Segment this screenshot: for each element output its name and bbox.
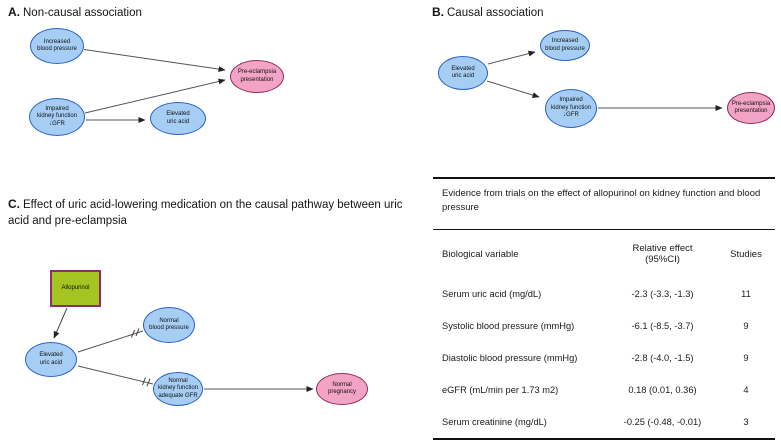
arrow-c-uric-to-bp-blocked	[77, 330, 144, 353]
col-header-studies: Studies	[730, 248, 762, 260]
cell-studies: 9	[743, 321, 749, 331]
panel-b-label: B.	[432, 5, 444, 19]
blocked-mark	[142, 377, 146, 386]
cell-effect: -6.1 (-8.5, -3.7)	[631, 321, 694, 331]
col-header-variable: Biological variable	[442, 248, 519, 260]
b-node-elevated-uric: Elevated uric acid	[438, 56, 488, 90]
node-label: Normal pregnancy	[327, 381, 357, 396]
panel-c-title-text: Effect of uric acid-lowering medication …	[8, 199, 403, 227]
node-label: Pre-eclampsia presentation	[731, 100, 771, 115]
cell-studies: 3	[743, 417, 749, 427]
arrow-c-allopurinol-to-uric	[53, 307, 68, 339]
node-label: Normal blood pressure	[149, 317, 189, 332]
b-node-preeclampsia: Pre-eclampsia presentation	[727, 92, 775, 124]
node-label: Increased blood pressure	[545, 38, 585, 52]
panel-c-label: C.	[8, 197, 20, 211]
arrow-b-uric-to-bp	[487, 50, 536, 65]
c-node-normal-kidney: Normal kidney function adequate GFR	[153, 372, 203, 406]
table-row: Serum uric acid (mg/dL) -2.3 (-3.3, -1.3…	[433, 278, 775, 310]
arrow-c-uric-to-kidney-blocked	[77, 365, 154, 385]
table-rule	[433, 229, 775, 230]
arrow-a-bp-to-preeclampsia	[83, 49, 226, 73]
node-label: Elevated uric acid	[39, 352, 63, 366]
blocked-mark	[135, 328, 140, 337]
cell-effect: -0.25 (-0.48, -0.01)	[623, 417, 702, 427]
blocked-mark	[146, 378, 151, 387]
node-label: Allopurinol	[61, 284, 90, 291]
table-header-row: Biological variable Relative effect (95%…	[433, 230, 775, 278]
panel-a-title-text: Non-causal association	[23, 7, 142, 19]
node-label: Elevated uric acid	[166, 111, 190, 125]
node-label: Pre-eclampsia presentation	[237, 69, 277, 83]
table-row: Serum creatinine (mg/dL) -0.25 (-0.48, -…	[433, 406, 775, 438]
b-node-impaired-kidney: Impaired kidney function ↓GFR	[545, 89, 597, 128]
node-label: Normal kidney function adequate GFR	[157, 377, 199, 399]
a-node-impaired-kidney: Impaired kidney function ↓GFR	[29, 98, 85, 136]
cell-effect: -2.3 (-3.3, -1.3)	[631, 289, 694, 299]
c-node-normal-pregnancy: Normal pregnancy	[316, 373, 368, 405]
cell-variable: Serum uric acid (mg/dL)	[442, 289, 542, 299]
cell-effect: 0.18 (0.01, 0.36)	[628, 385, 697, 395]
panel-b-title-text: Causal association	[447, 7, 544, 19]
node-label: Impaired kidney function ↓GFR	[36, 105, 78, 127]
table-row: Systolic blood pressure (mmHg) -6.1 (-8.…	[433, 310, 775, 342]
arrow-b-uric-to-kidney	[486, 80, 540, 98]
table-bottom-rule	[433, 438, 775, 440]
table-row: eGFR (mL/min per 1.73 m2) 0.18 (0.01, 0.…	[433, 374, 775, 406]
node-label: Elevated uric acid	[451, 65, 475, 80]
a-node-elevated-uric: Elevated uric acid	[150, 102, 206, 135]
cell-variable: Diastolic blood pressure (mmHg)	[442, 353, 578, 363]
panel-a-label: A.	[8, 5, 20, 19]
table-title: Evidence from trials on the effect of al…	[442, 188, 761, 214]
c-node-elevated-uric: Elevated uric acid	[25, 342, 77, 377]
node-label: Increased blood pressure	[37, 38, 77, 53]
cell-effect: -2.8 (-4.0, -1.5)	[631, 353, 694, 363]
panel-b-title: B.Causal association	[432, 4, 544, 22]
cell-studies: 9	[743, 353, 749, 363]
panel-a-title: A.Non-causal association	[8, 4, 142, 22]
a-node-increased-bp: Increased blood pressure	[30, 28, 84, 64]
c-node-allopurinol: Allopurinol	[50, 270, 101, 307]
cell-variable: Serum creatinine (mg/dL)	[442, 417, 547, 427]
cell-studies: 4	[743, 385, 749, 395]
cell-studies: 11	[741, 289, 751, 299]
b-node-increased-bp: Increased blood pressure	[540, 30, 590, 61]
table-row: Diastolic blood pressure (mmHg) -2.8 (-4…	[433, 342, 775, 374]
cell-variable: Systolic blood pressure (mmHg)	[442, 321, 575, 331]
cell-variable: eGFR (mL/min per 1.73 m2)	[442, 385, 559, 395]
c-node-normal-bp: Normal blood pressure	[143, 307, 195, 343]
panel-c-title: C.Effect of uric acid-lowering medicatio…	[8, 196, 404, 229]
col-header-effect: Relative effect (95%CI)	[632, 243, 693, 265]
blocked-mark	[131, 329, 135, 338]
a-node-preeclampsia: Pre-eclampsia presentation	[230, 60, 284, 93]
evidence-table: Evidence from trials on the effect of al…	[433, 177, 775, 440]
node-label: Impaired kidney function ↓GFR	[550, 97, 592, 119]
